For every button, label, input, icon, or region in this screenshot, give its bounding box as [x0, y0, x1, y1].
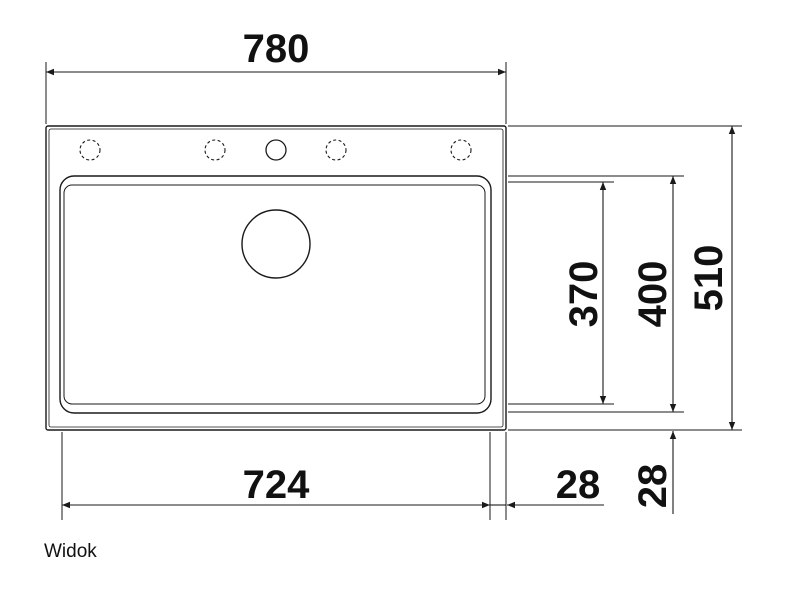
tap-hole-main [265, 139, 287, 161]
dim-label-side-margin: 28 [556, 463, 601, 507]
countertop-outer-edge [45, 125, 507, 431]
tap-hole-optional-4 [450, 139, 472, 161]
tap-holes [79, 139, 472, 161]
dim-label-overall-width: 780 [243, 27, 310, 71]
bowl-inner-edge [63, 184, 486, 405]
dim-label-overall-depth: 510 [687, 245, 731, 312]
bowl-outer-edge [59, 175, 492, 414]
countertop-inner-edge [48, 128, 504, 428]
tap-hole-optional-2 [204, 139, 226, 161]
dim-label-bowl-depth: 400 [631, 261, 675, 328]
tap-hole-optional-1 [79, 139, 101, 161]
drain-hole [241, 209, 311, 279]
sink-outline [45, 125, 507, 431]
dim-label-bottom-margin: 28 [631, 464, 675, 509]
dimension-lines [46, 68, 736, 514]
dim-label-bowl-depth-inner: 370 [562, 261, 606, 328]
dim-label-bowl-width: 724 [243, 463, 310, 507]
tap-hole-optional-3 [325, 139, 347, 161]
view-caption: Widok [44, 541, 97, 562]
